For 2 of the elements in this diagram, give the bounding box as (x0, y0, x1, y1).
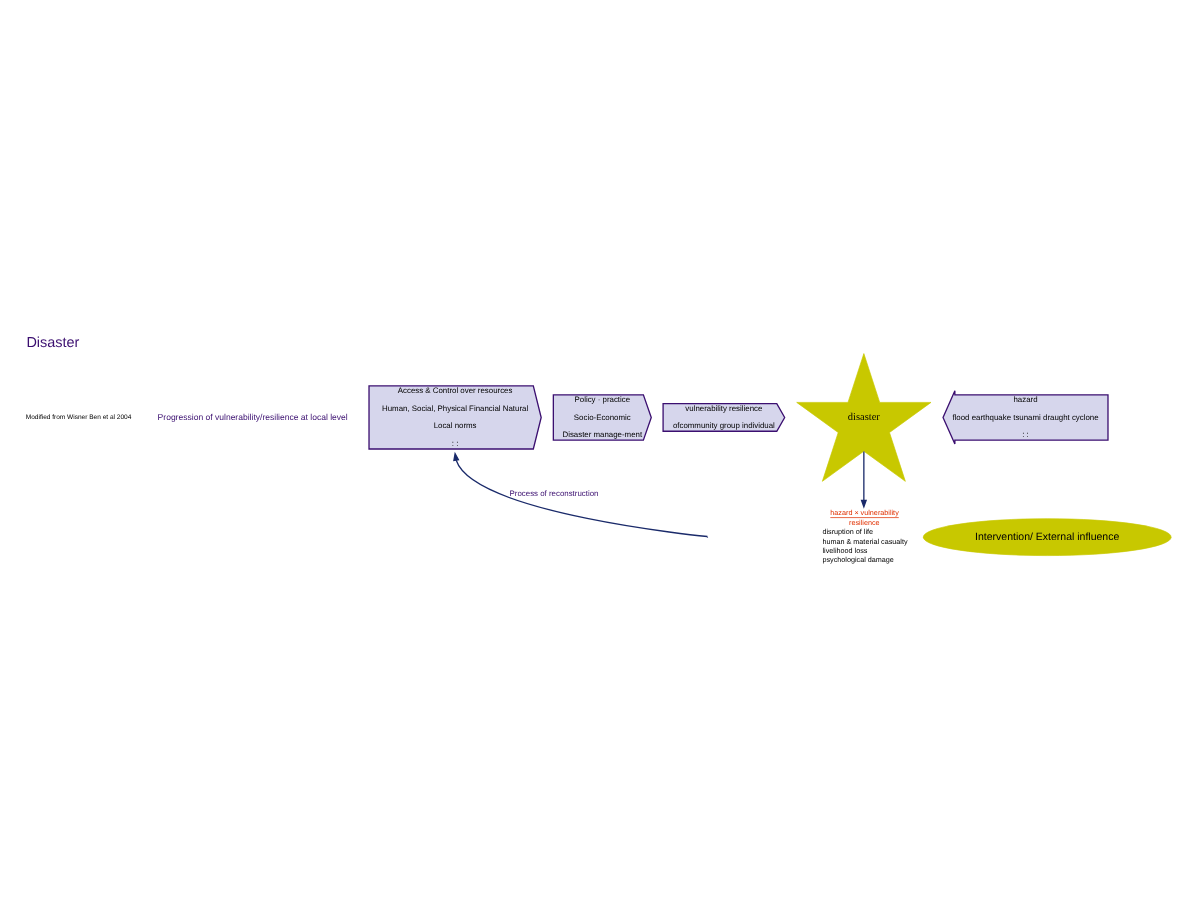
arrow (453, 451, 709, 538)
arrow (860, 450, 868, 509)
